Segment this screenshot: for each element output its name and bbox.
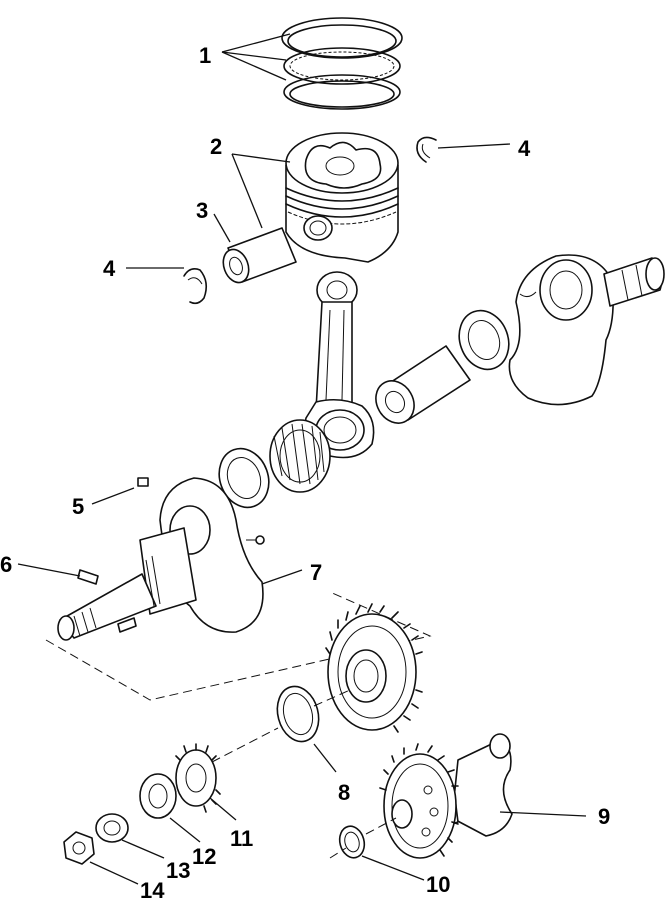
nut-12 [139,773,177,819]
thrust-washer-left [218,447,270,509]
small-gear-11 [175,743,221,813]
callout-12: 12 [192,844,216,869]
callout-6: 6 [0,552,12,577]
circlip-upper [416,136,437,163]
assembly-axes [211,689,397,859]
leader-lines [17,33,587,885]
callout-9: 9 [598,804,610,829]
callout-5: 5 [72,494,84,519]
callout-11: 11 [230,826,253,851]
callout-2: 2 [210,134,222,159]
callout-4-upper: 4 [518,136,531,161]
crank-gear [325,603,423,733]
callout-14: 14 [140,878,165,899]
thrust-washer-right [458,309,510,371]
callout-7: 7 [310,560,322,585]
callout-8: 8 [338,780,350,805]
washer-8 [276,685,320,743]
shaft-key [77,569,99,585]
crank-pin [375,345,471,424]
piston [285,132,399,263]
crankshaft-right-half [508,254,665,406]
callout-4-lower: 4 [103,256,116,281]
callout-1: 1 [199,43,211,68]
washer-10 [338,825,366,859]
circlip-lower [183,268,208,305]
callout-13: 13 [166,858,190,883]
callout-3: 3 [196,198,208,223]
nut-14 [63,831,95,865]
callout-labels: 1 2 3 4 4 5 6 7 8 9 10 11 12 13 14 [0,43,610,899]
woodruff-key [137,477,149,487]
callout-10: 10 [426,872,450,897]
piston-pin [222,227,297,284]
needle-bearing [269,419,331,493]
crankshaft-left-half [45,477,432,701]
piston-rings [281,17,403,110]
washer-13 [95,813,129,843]
balance-gear [379,743,459,859]
